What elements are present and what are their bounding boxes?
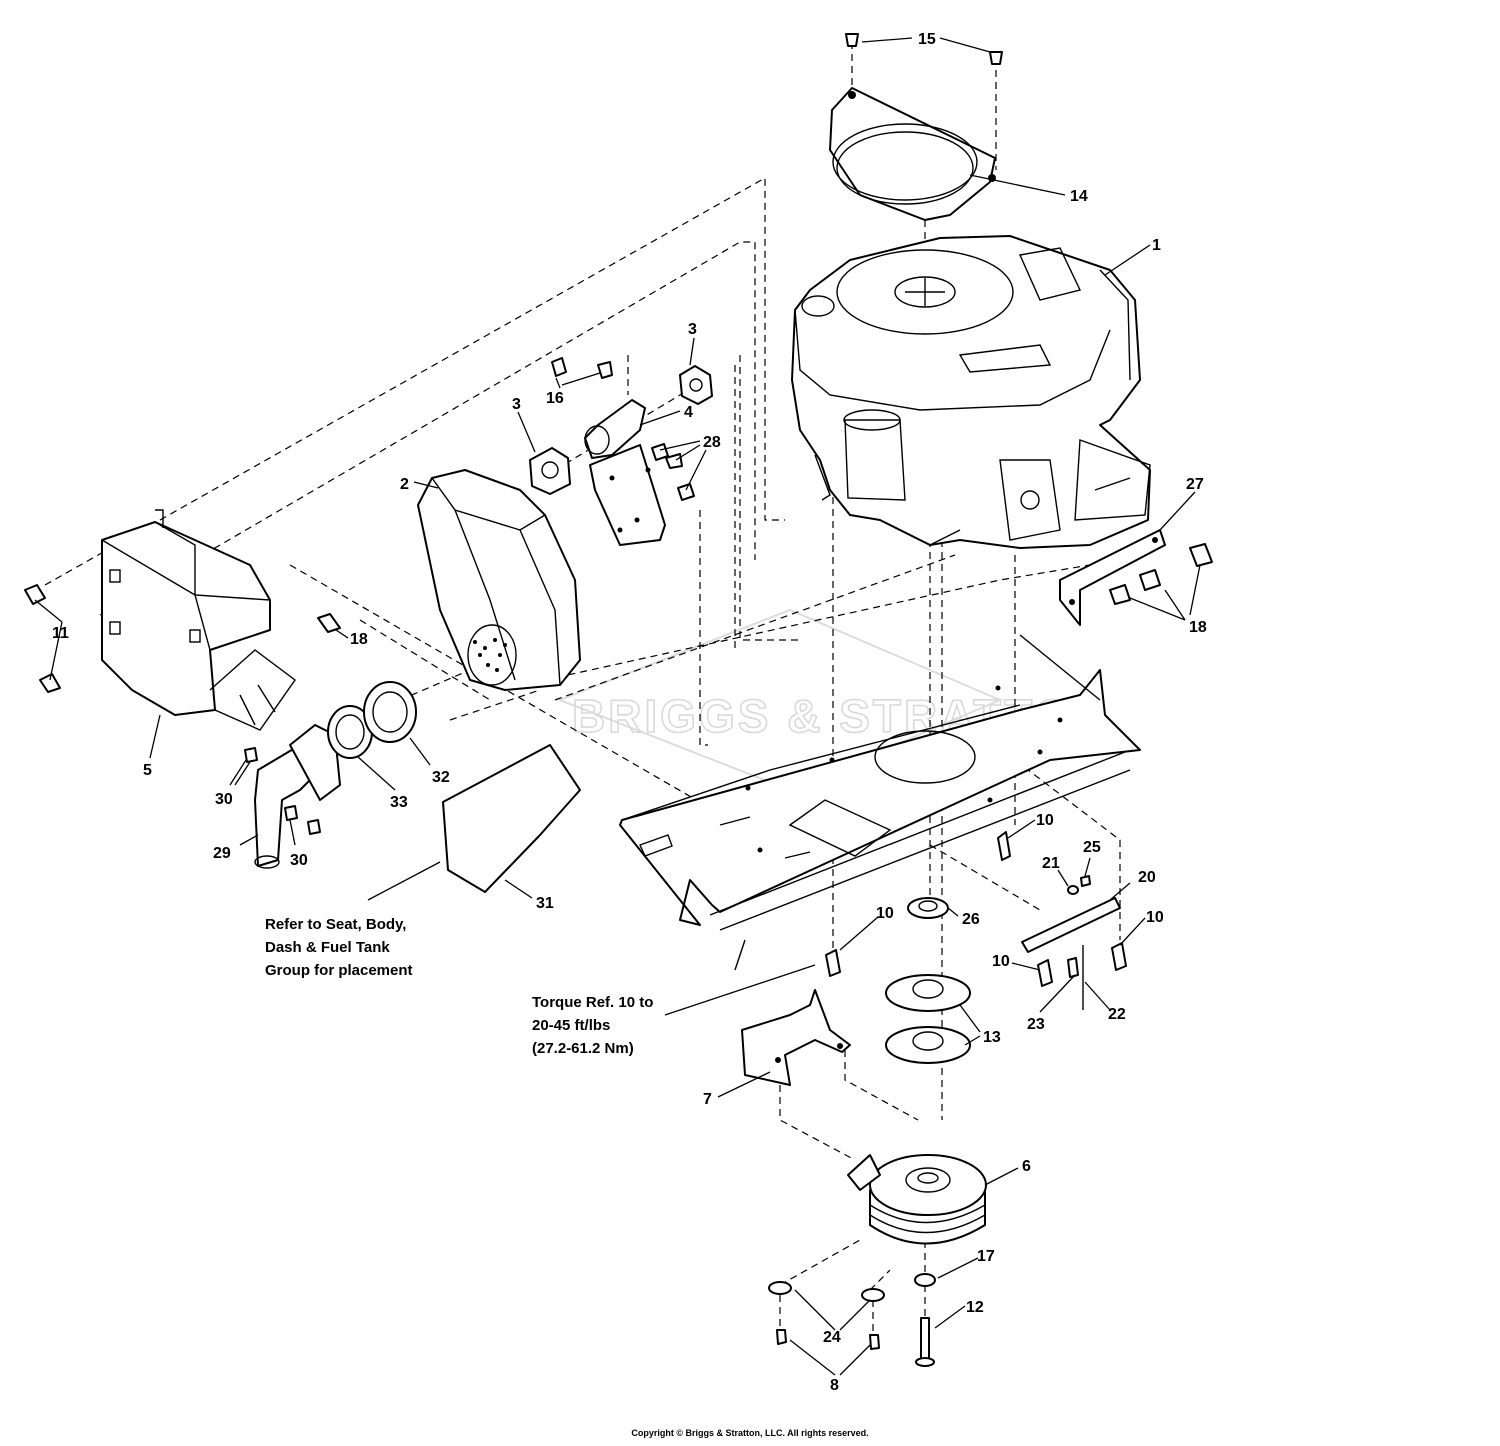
- part-6-pto-clutch: [847, 1154, 987, 1245]
- part-1-engine: [791, 235, 1151, 549]
- part-23-clip: [1067, 957, 1079, 978]
- callout-17: 17: [977, 1248, 995, 1265]
- callout-22: 22: [1108, 1006, 1126, 1023]
- callout-29: 29: [213, 845, 231, 862]
- part-20-plate: [1021, 897, 1121, 953]
- part-4-manifold: [584, 399, 666, 546]
- callout-20: 20: [1138, 869, 1156, 886]
- callout-23: 23: [1027, 1016, 1045, 1033]
- callout-6: 6: [1022, 1158, 1031, 1175]
- part-3-gasket-left: [529, 447, 571, 495]
- part-12-bolt: [915, 1317, 935, 1367]
- callout-4: 4: [684, 404, 693, 421]
- note-refer-line-2: Dash & Fuel Tank: [265, 939, 390, 956]
- part-5-heat-shield: [101, 509, 296, 731]
- part-30-bolts: [244, 747, 321, 835]
- callout-21: 21: [1042, 855, 1060, 872]
- note-refer-line-3: Group for placement: [265, 962, 413, 979]
- part-8-screws: [776, 1329, 880, 1350]
- note-refer-line-1: Refer to Seat, Body,: [265, 916, 406, 933]
- callout-12: 12: [966, 1299, 984, 1316]
- callout-30-lower: 30: [290, 852, 308, 869]
- callout-27: 27: [1186, 476, 1204, 493]
- callout-30-upper: 30: [215, 791, 233, 808]
- callout-25: 25: [1083, 839, 1101, 856]
- part-32-gasket: [363, 681, 417, 743]
- callout-10-mid: 10: [876, 905, 894, 922]
- leader-lines: [34, 37, 1201, 1376]
- callout-8: 8: [830, 1377, 839, 1394]
- callout-24: 24: [823, 1329, 841, 1346]
- part-26-spacer: [907, 897, 949, 919]
- part-24-washers: [768, 1281, 885, 1302]
- part-21-nut: [1067, 885, 1079, 895]
- note-torque-line-1: Torque Ref. 10 to: [532, 994, 653, 1011]
- part-10-bolts: [825, 831, 1127, 987]
- part-18-bolts-right: [1109, 543, 1213, 605]
- callout-26: 26: [962, 911, 980, 928]
- callout-1: 1: [1152, 237, 1161, 254]
- part-15-screws: [845, 33, 1003, 65]
- part-17-washer: [914, 1273, 936, 1287]
- callout-18-right: 18: [1189, 619, 1207, 636]
- part-18-bolt-left: [317, 613, 341, 633]
- copyright-notice: Copyright © Briggs & Stratton, LLC. All …: [631, 1428, 869, 1438]
- part-11-bolts: [24, 584, 61, 693]
- callout-7: 7: [703, 1091, 712, 1108]
- note-torque-line-3: (27.2-61.2 Nm): [532, 1040, 634, 1057]
- part-16-bolts: [551, 357, 613, 379]
- note-torque-line-2: 20-45 ft/lbs: [532, 1017, 610, 1034]
- part-13-pulley-lower: [885, 1026, 971, 1064]
- callout-11: 11: [52, 625, 69, 642]
- callout-32: 32: [432, 769, 450, 786]
- callout-16: 16: [546, 390, 564, 407]
- callout-2: 2: [400, 476, 409, 493]
- note-torque: Torque Ref. 10 to 20-45 ft/lbs (27.2-61.…: [532, 994, 653, 1057]
- callout-15: 15: [918, 31, 936, 48]
- callout-28: 28: [703, 434, 721, 451]
- part-25-screw: [1080, 875, 1091, 887]
- part-29-exhaust-pipe: [254, 724, 341, 869]
- callout-14: 14: [1070, 188, 1088, 205]
- callout-10-right: 10: [1146, 909, 1164, 926]
- part-31-decal: [442, 744, 581, 893]
- callout-18-left: 18: [350, 631, 368, 648]
- part-13-pulley-upper: [885, 974, 971, 1012]
- callout-13: 13: [983, 1029, 1001, 1046]
- callout-10-left: 10: [992, 953, 1010, 970]
- part-14-ring-guard: [829, 87, 996, 221]
- callout-10-top: 10: [1036, 812, 1054, 829]
- note-refer-placement: Refer to Seat, Body, Dash & Fuel Tank Gr…: [265, 916, 413, 979]
- callout-33: 33: [390, 794, 408, 811]
- part-3-gasket-right: [679, 365, 713, 405]
- callout-31: 31: [536, 895, 554, 912]
- callout-3-left: 3: [512, 396, 521, 413]
- part-28-bolts: [651, 443, 695, 501]
- callout-3-right: 3: [688, 321, 697, 338]
- callout-labels: 15 14 1 3 3 16 4 28 2 27 18 18 11 5 30 3…: [52, 31, 1207, 1394]
- frame-chassis: [619, 634, 1141, 971]
- callout-5: 5: [143, 762, 152, 779]
- part-2-muffler: [417, 469, 581, 691]
- part-7-bracket: [741, 989, 851, 1086]
